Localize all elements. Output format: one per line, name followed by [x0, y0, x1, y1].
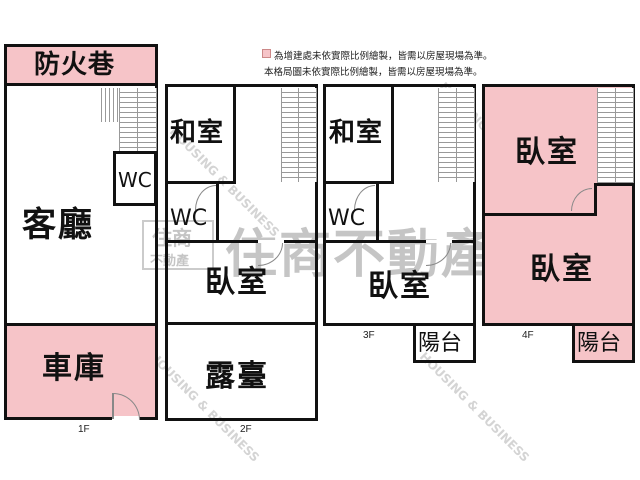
watermark-logo	[142, 220, 214, 270]
label-japanese-3f: 和室	[329, 118, 384, 148]
label-terrace: 露臺	[205, 359, 269, 394]
label-balcony-3f: 陽台	[418, 331, 463, 356]
legend-note-scale: 本格局圖未依實際比例繪製，皆需以房屋現場為準。	[264, 67, 483, 78]
floor-label-1f: 1F	[78, 424, 90, 435]
floor-label-4f: 4F	[522, 330, 534, 341]
floor-label-3f: 3F	[363, 330, 375, 341]
label-bedroom-2f: 臥室	[205, 265, 269, 300]
room-balcony-3f	[413, 323, 476, 363]
label-wc-2f: WC	[170, 206, 208, 231]
legend-swatch	[262, 49, 271, 58]
watermark-english-4: HOUSING & BUSINESS	[416, 349, 532, 465]
room-wc-2f	[165, 181, 219, 243]
label-wc-3f: WC	[328, 206, 366, 231]
label-garage: 車庫	[42, 351, 106, 386]
staircase-1f-left	[98, 88, 118, 122]
label-japanese-2f: 和室	[170, 118, 225, 148]
room-wc-3f	[323, 181, 379, 243]
floor-2f-outline	[165, 84, 318, 421]
label-balcony-4f: 陽台	[577, 331, 622, 356]
label-bedroom-4f-lower: 臥室	[530, 252, 594, 287]
room-balcony-4f	[572, 323, 635, 363]
label-wc-1f: WC	[118, 168, 152, 192]
floor-label-2f: 2F	[240, 424, 252, 435]
room-japanese-2f	[165, 84, 236, 184]
label-bedroom-3f: 臥室	[368, 269, 432, 304]
staircase-2f	[281, 88, 317, 182]
label-living-room: 客廳	[22, 205, 94, 245]
label-bedroom-4f-upper: 臥室	[515, 135, 579, 170]
floor-3f-outline	[323, 84, 476, 326]
room-japanese-3f	[323, 84, 394, 184]
legend-note-addition: 為增建處未依實際比例繪製，皆需以房屋現場為準。	[274, 51, 493, 62]
label-fire-lane: 防火巷	[34, 50, 116, 80]
staircase-1f	[119, 88, 157, 152]
room-wc-1f	[113, 151, 157, 206]
